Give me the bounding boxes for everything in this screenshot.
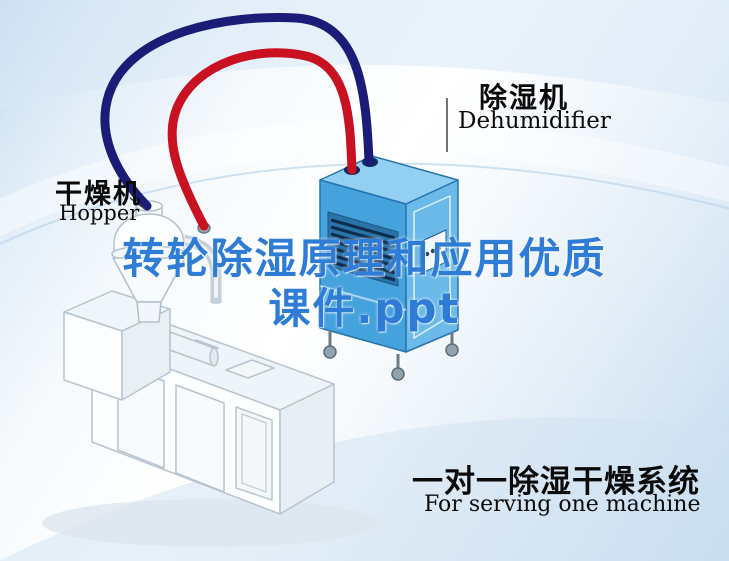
leader-lines: [129, 98, 448, 210]
hopper-neck: [136, 301, 162, 323]
watermark-line2: 课件.ppt: [268, 284, 461, 333]
dehumidifier-label-en: Dehumidifier: [458, 108, 611, 134]
caption-label-cn: 一对一除湿干燥系统: [412, 464, 700, 500]
return-hose-red: [167, 48, 357, 231]
hopper-leader-line: [129, 197, 146, 210]
molding-machine-illustration: [42, 290, 378, 547]
machine-door: [175, 384, 225, 493]
dehumidifier-illustration: [319, 155, 459, 381]
hopper-label-en: Hopper: [59, 201, 140, 225]
machine-shadow: [42, 499, 378, 547]
watermark-text: 转轮除湿原理和应用优质 课件.ppt: [0, 234, 729, 334]
caption-label-en: For serving one machine: [424, 492, 701, 517]
dehumidifier-label-cn: 除湿机: [479, 81, 570, 114]
hopper-dome: [113, 213, 185, 255]
watermark-line1: 转轮除湿原理和应用优质: [122, 234, 607, 283]
machine-body-side: [279, 383, 335, 515]
machine-door: [235, 406, 273, 501]
supply-hose-navy: [100, 13, 374, 211]
control-panel: [419, 229, 447, 275]
casters: [323, 330, 459, 381]
hopper-label-cn: 干燥机: [55, 179, 142, 210]
vent-grille: [327, 211, 399, 287]
